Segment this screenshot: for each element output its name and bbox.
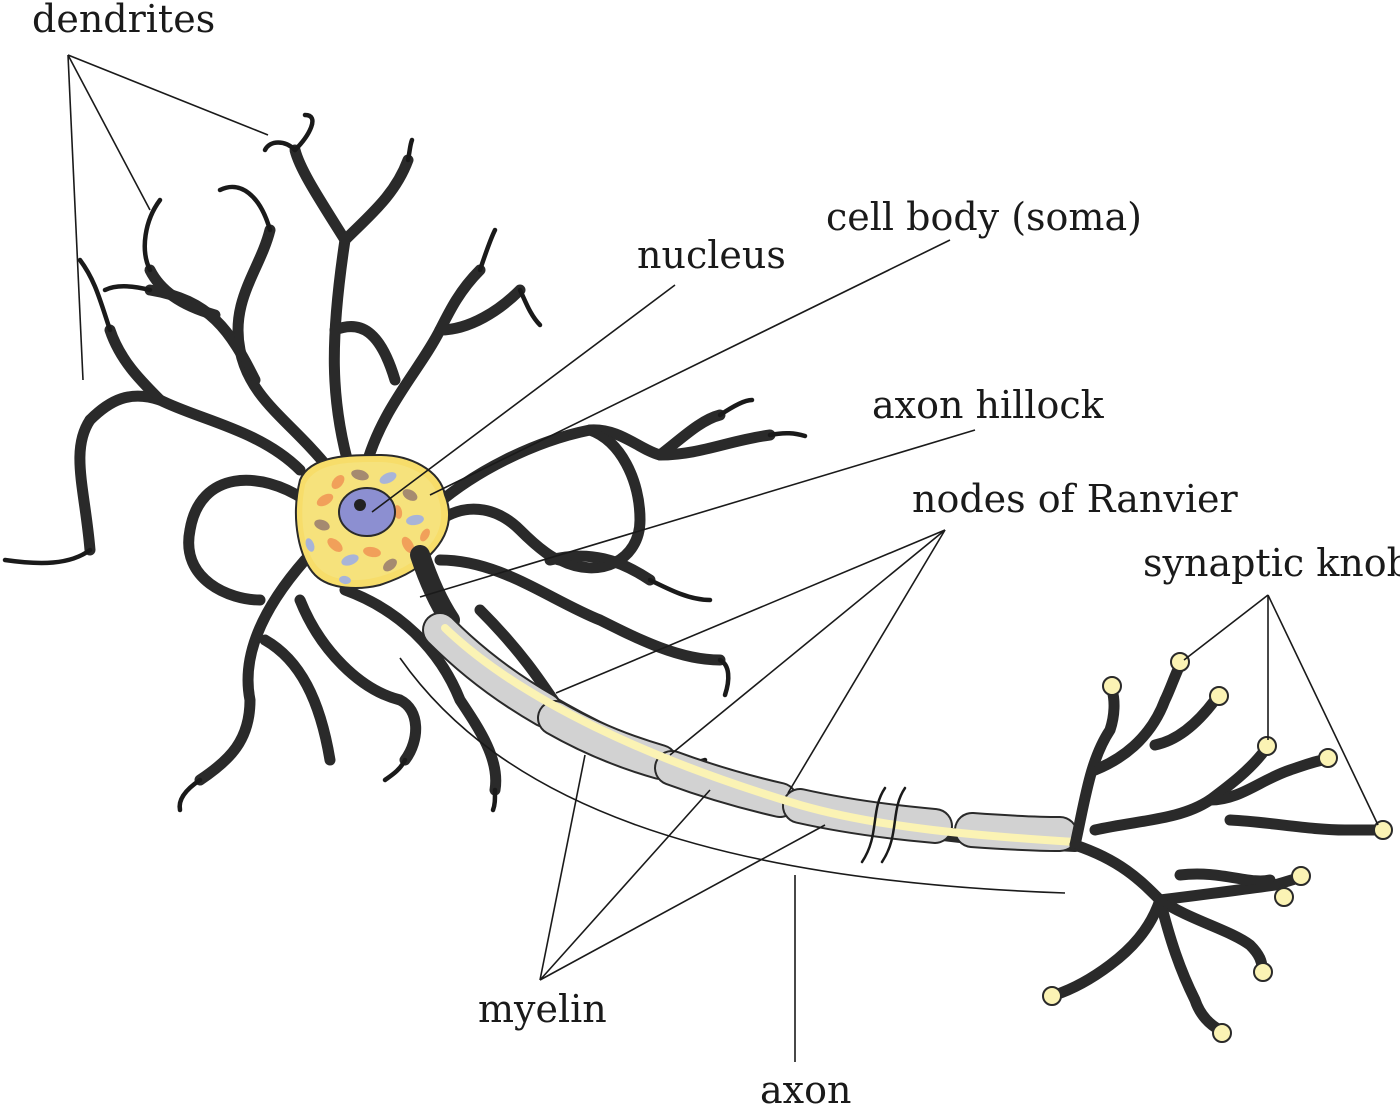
labels: dendrites nucleus cell body (soma) axon … xyxy=(32,0,1400,1109)
organelles xyxy=(305,469,430,585)
axon-terminals xyxy=(1042,652,1393,1043)
myelin-sheaths xyxy=(422,612,1078,852)
axon xyxy=(410,545,1082,864)
label-synaptic-knobs: synaptic knobs xyxy=(1143,541,1400,585)
label-nucleus: nucleus xyxy=(637,233,786,277)
nucleus xyxy=(338,487,396,537)
label-axon-hillock: axon hillock xyxy=(872,383,1105,427)
label-dendrites: dendrites xyxy=(32,0,215,41)
axon-break xyxy=(860,786,907,864)
label-myelin: myelin xyxy=(478,987,607,1031)
label-cell-body: cell body (soma) xyxy=(826,195,1142,239)
nucleolus xyxy=(354,499,366,511)
label-axon: axon xyxy=(760,1068,851,1109)
leader-lines xyxy=(67,54,1379,1062)
cell-body xyxy=(294,453,450,589)
synaptic-knobs xyxy=(1042,652,1393,1043)
label-nodes-of-ranvier: nodes of Ranvier xyxy=(912,477,1238,521)
